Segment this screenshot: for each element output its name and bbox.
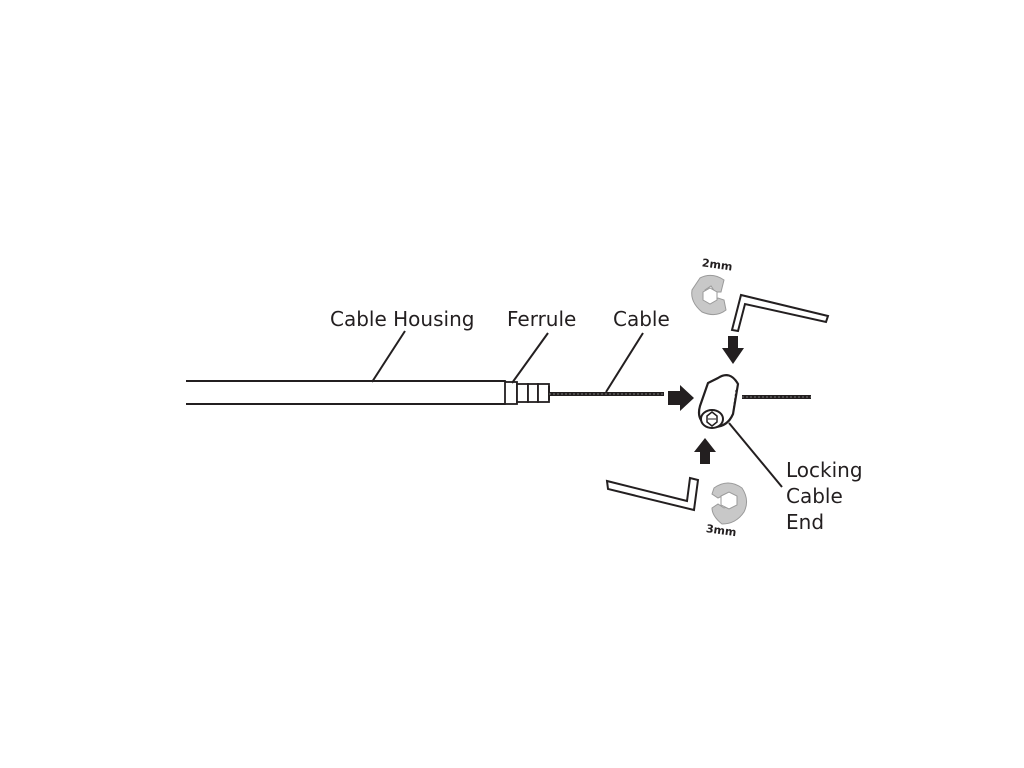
down-arrow (722, 336, 744, 364)
insert-arrow (668, 385, 694, 411)
wrench-2mm-icon (691, 274, 727, 316)
cable-housing (186, 380, 510, 405)
label-cable: Cable (613, 307, 670, 331)
label-locking-line3: End (786, 510, 824, 534)
leader-lines (371, 330, 783, 488)
label-locking-line2: Cable (786, 484, 843, 508)
hex-key-2mm (730, 293, 830, 333)
wrench-3mm-label: 3mm (705, 522, 737, 539)
locking-cable-end (697, 373, 740, 429)
hex-key-3mm (605, 476, 700, 512)
ferrule (504, 381, 550, 405)
wrench-3mm-icon (711, 482, 748, 525)
inner-cable (549, 392, 811, 399)
up-arrow (694, 438, 716, 464)
label-ferrule: Ferrule (507, 307, 576, 331)
wrench-2mm-label: 2mm (701, 256, 733, 273)
label-locking-line1: Locking (786, 458, 863, 482)
label-cable-housing: Cable Housing (330, 307, 474, 331)
